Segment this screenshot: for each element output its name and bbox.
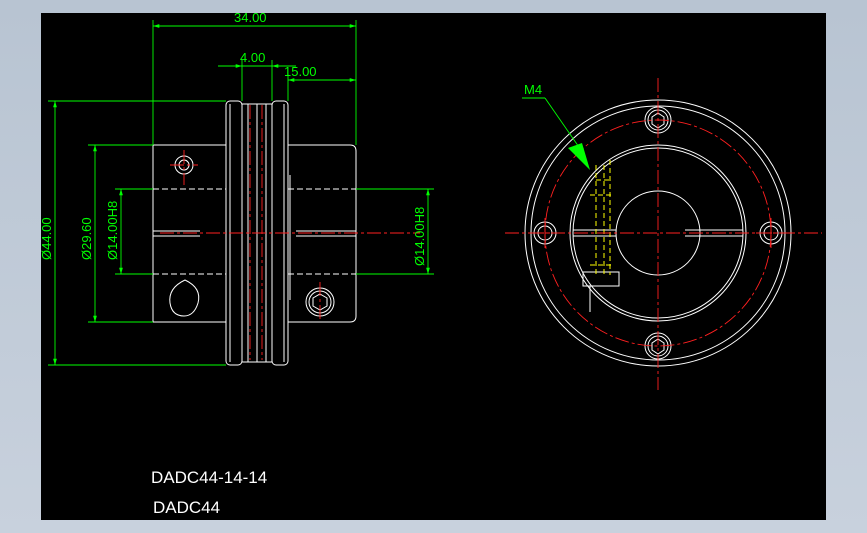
hidden-screw	[590, 160, 612, 275]
front-centerlines	[505, 78, 822, 390]
dim-outer-diameter: Ø44.00	[39, 217, 54, 260]
m4-leader	[522, 97, 590, 170]
clamp-slot	[169, 279, 200, 317]
dim-bore-right: Ø14.00H8	[412, 207, 427, 266]
side-dimensions	[48, 20, 434, 366]
dim-gap: 4.00	[240, 50, 265, 65]
dim-hub-diameter: Ø29.60	[79, 217, 94, 260]
drawing-title: DADC44-14-14	[151, 468, 267, 487]
side-centerlines	[160, 105, 420, 360]
dim-hub-length: 15.00	[284, 64, 317, 79]
drawing-subtitle: DADC44	[153, 498, 220, 517]
drawing-canvas[interactable]	[41, 13, 826, 520]
right-hub	[288, 144, 357, 323]
dim-overall-length: 34.00	[234, 10, 267, 25]
dim-bore-left: Ø14.00H8	[105, 201, 120, 260]
screw-label: M4	[524, 82, 542, 97]
